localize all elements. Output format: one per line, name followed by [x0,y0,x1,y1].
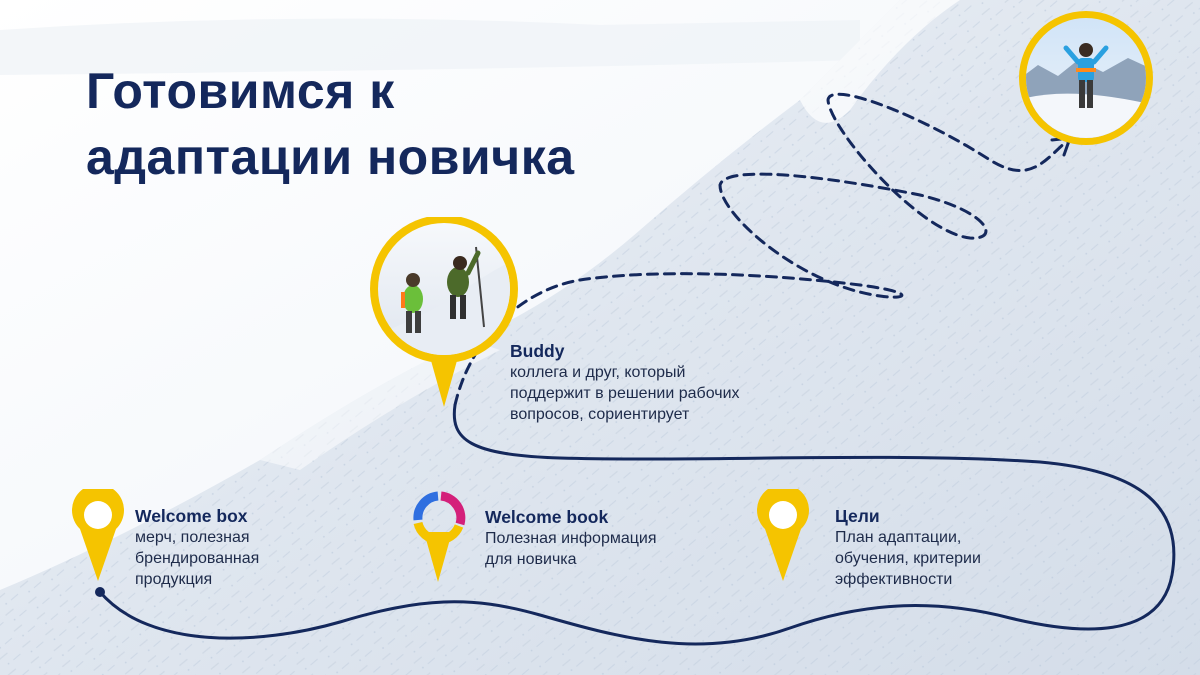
map-pin-icon [757,489,809,581]
title-line-1: Готовимся к [86,63,395,119]
title-line-2: адаптации новичка [86,129,575,185]
buddy-desc-line-3: вопросов, сориентирует [510,406,690,423]
welcome-box-item: Welcome box мерч, полезная брендированна… [135,505,259,590]
brand-logo-pin-icon [413,491,466,582]
welcome-box-desc-line-1: мерч, полезная [135,529,250,546]
goals-item: Цели План адаптации, обучения, критерии … [835,505,981,590]
welcome-book-title: Welcome book [485,507,609,527]
buddy-item: Buddy коллега и друг, который поддержит … [510,340,740,425]
welcome-box-desc-line-3: продукция [135,571,213,588]
goals-title: Цели [835,506,880,526]
buddy-desc-line-1: коллега и друг, который [510,364,686,381]
welcome-box-description: мерч, полезная брендированная продукция [135,527,259,590]
welcome-book-desc-line-2: для новичка [485,551,577,568]
goals-desc-line-2: обучения, критерии [835,550,981,567]
welcome-book-desc-line-1: Полезная информация [485,530,657,547]
buddy-description: коллега и друг, который поддержит в реше… [510,362,740,425]
goals-desc-line-1: План адаптации, [835,529,962,546]
welcome-book-description: Полезная информация для новичка [485,528,657,570]
goals-desc-line-3: эффективности [835,571,953,588]
welcome-book-item: Welcome book Полезная информация для нов… [485,506,657,570]
goals-description: План адаптации, обучения, критерии эффек… [835,527,981,590]
summit-climber-photo [1019,11,1153,145]
photo-pin-icon [370,217,518,407]
welcome-box-title: Welcome box [135,506,248,526]
buddy-title: Buddy [510,341,565,361]
map-pin-icon [72,489,124,581]
buddy-desc-line-2: поддержит в решении рабочих [510,385,740,402]
page-title: Готовимся к адаптации новичка [86,58,575,190]
welcome-box-desc-line-2: брендированная [135,550,260,567]
